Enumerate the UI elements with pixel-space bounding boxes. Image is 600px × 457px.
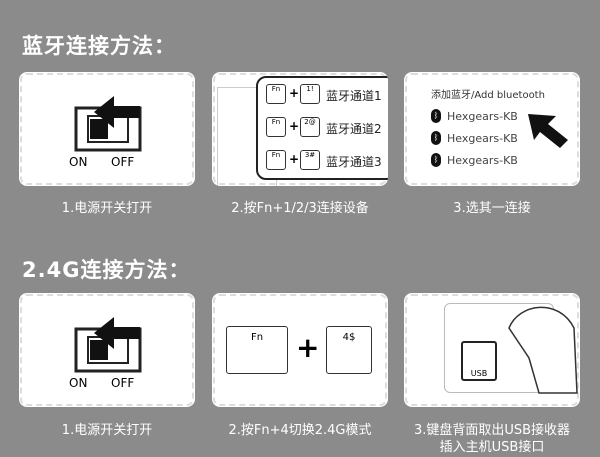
- bluetooth-icon: ᛒ: [431, 109, 441, 123]
- step-caption: 1.电源开关打开: [61, 423, 153, 438]
- fn-4-card: Fn + 4$: [212, 293, 388, 407]
- fn-key-channel-card: Fn + 1! 蓝牙通道1 Fn + 2@ 蓝牙通道2 Fn + 3# 蓝牙通道…: [212, 72, 388, 186]
- bluetooth-title: 蓝牙连接方法：: [22, 34, 176, 58]
- fn-key: Fn: [266, 150, 286, 170]
- four-key: 4$: [326, 326, 372, 374]
- step-caption: 3.选其一连接: [453, 201, 531, 216]
- channel-label: 蓝牙通道2: [326, 122, 382, 136]
- step-caption: 2.按Fn+4切换2.4G模式: [228, 423, 372, 438]
- off-label: OFF: [111, 155, 135, 169]
- on-label: ON: [69, 376, 88, 390]
- plus-sign: +: [296, 331, 320, 364]
- channel-label: 蓝牙通道1: [326, 89, 382, 103]
- step-caption: 1.电源开关打开: [61, 201, 153, 216]
- power-switch-card: ON OFF: [19, 72, 195, 186]
- usb-receiver-card: USB: [404, 293, 580, 407]
- power-switch-card: ON OFF: [19, 293, 195, 407]
- step-caption: 3.键盘背面取出USB接收器: [413, 423, 571, 438]
- fn-key: Fn: [266, 117, 286, 137]
- fn-key: Fn: [266, 84, 286, 104]
- step-caption: 2.按Fn+1/2/3连接设备: [231, 201, 369, 216]
- off-label: OFF: [111, 376, 135, 390]
- power-switch-icon: [74, 96, 142, 152]
- number-key: 1!: [300, 84, 320, 104]
- hand-icon: [508, 306, 578, 394]
- bluetooth-icon: ᛒ: [431, 153, 441, 167]
- add-bluetooth-header: 添加蓝牙/Add bluetooth: [431, 90, 545, 101]
- usb-receiver: USB: [461, 341, 497, 381]
- number-key: 3#: [300, 150, 320, 170]
- pointer-arrow-icon: [528, 114, 568, 148]
- wireless-title: 2.4G连接方法：: [22, 258, 191, 282]
- bluetooth-icon: ᛒ: [431, 131, 441, 145]
- step-caption-line2: 插入主机USB接口: [439, 440, 545, 455]
- power-switch-icon: [74, 317, 142, 373]
- number-key: 2@: [300, 117, 320, 137]
- on-label: ON: [69, 155, 88, 169]
- callout-bubble: Fn + 1! 蓝牙通道1 Fn + 2@ 蓝牙通道2 Fn + 3# 蓝牙通道…: [256, 76, 388, 180]
- channel-label: 蓝牙通道3: [326, 155, 382, 169]
- fn-key: Fn: [226, 326, 288, 374]
